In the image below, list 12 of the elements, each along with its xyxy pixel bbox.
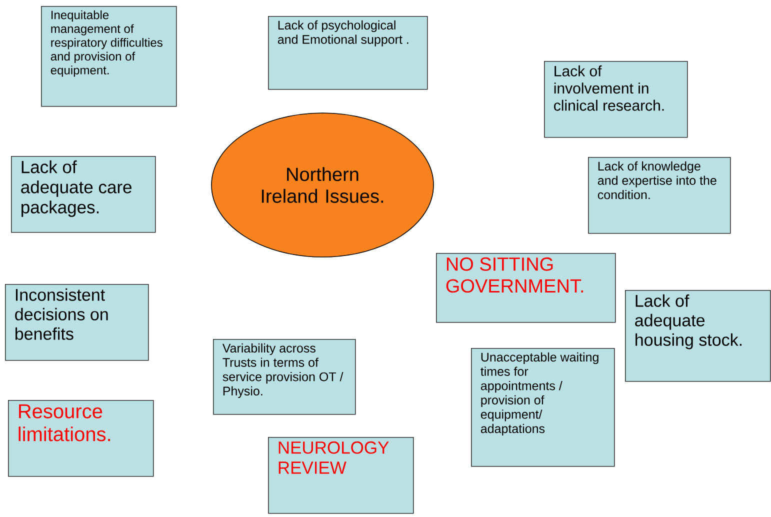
issue-box: Lack of psychological and Emotional support . (268, 16, 428, 90)
issue-box: Inequitable management of respiratory difficulties and provision of equipment. (41, 6, 177, 107)
issue-box: Lack of adequate care packages. (11, 156, 156, 233)
issue-box: Lack of knowledge and expertise into the condition. (588, 157, 731, 234)
issue-box: Lack of involvement in clinical research. (544, 61, 688, 138)
issue-box: Inconsistent decisions on benefits (5, 284, 149, 361)
issue-box: Resource limitations. (8, 400, 154, 477)
issue-box: Lack of adequate housing stock. (625, 290, 771, 382)
issue-box: NO SITTING GOVERNMENT. (436, 253, 616, 323)
issue-box: Variability across Trusts in terms of service provision OT / Physio. (213, 339, 356, 415)
issue-box: Unacceptable waiting times for appointments / provision of equipment/ adaptations (471, 348, 615, 467)
issue-box: NEUROLOGY REVIEW (268, 437, 414, 514)
